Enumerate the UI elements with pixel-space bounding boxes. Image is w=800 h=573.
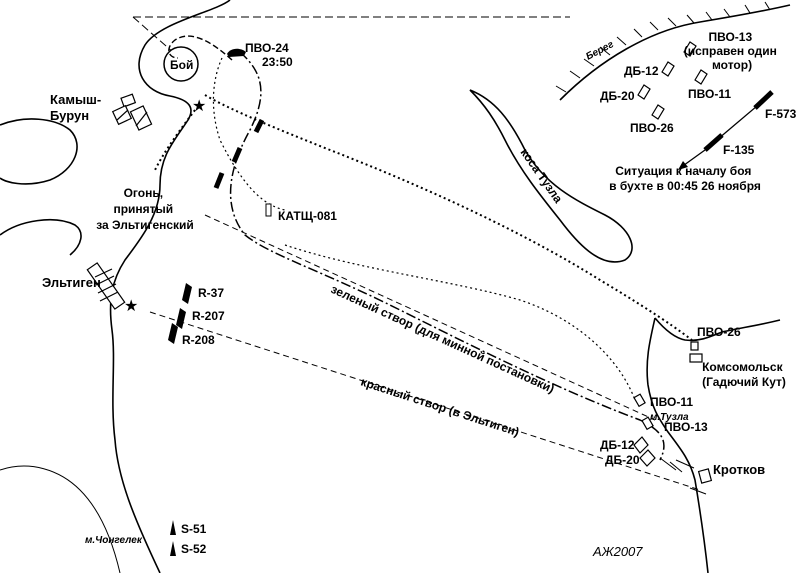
pvo13-legend-line3: мотор) [712,58,752,72]
crimea-coastline [109,0,231,573]
r37-label: R-37 [198,286,224,300]
katsch-081-label: КАТЩ-081 [278,209,337,223]
bereg-hatching [555,1,771,93]
pvo13-legend-line2: (исправен один [684,44,777,58]
pvo24-label: ПВО-24 [245,41,289,55]
kamysh-burun-line1: Камыш- [50,92,101,107]
pvo11-legend-label: ПВО-11 [688,87,731,101]
pvo24-boat-icon [227,48,246,57]
fire-label-line1: Огонь, [124,186,163,200]
pvo13-legend-line1: ПВО-13 [708,30,752,44]
r207-label: R-207 [192,309,225,323]
fire-label-line3: за Эльтигенский [96,218,194,232]
katsch-081-boat-icon [265,203,272,217]
red-range-line [149,311,701,491]
krotkov-arrows [659,457,707,495]
pvo26-label: ПВО-26 [697,325,741,339]
s51-ship-icon [170,520,176,535]
southern-land-outline [0,465,121,573]
author-signature: АЖ2007 [592,544,643,559]
time-2350-label: 23:50 [262,55,293,69]
tuzla-boat-icons [633,341,699,467]
taman-shore [654,317,781,342]
boat-track-dotted-east [284,244,636,401]
f573-segment [753,90,774,110]
db12-legend-label: ДБ-12 [624,64,659,78]
r208-ship-icon [168,323,178,344]
db20-legend-label: ДБ-20 [600,89,635,103]
komsomolsk-building [689,353,703,363]
situation-line1: Ситуация к началу боя [615,164,751,178]
eltigen-label: Эльтиген [42,275,101,290]
eltigen-star-icon: ★ [124,298,138,315]
mine-drop-segments [213,118,265,189]
fire-label: Огонь, принятый за Эльтигенский [96,186,194,232]
fire-dotted-line [154,109,196,171]
komsomolsk-label: Комсомольск (Гадючий Кут) [702,360,786,389]
bereg-coastline [559,4,791,101]
f135-label: F-135 [723,143,755,157]
s52-label: S-52 [181,542,207,556]
battle-label: Бой [170,58,193,72]
kamysh-burun-label: Камыш- Бурун [50,92,105,123]
boat-track-loop [168,35,233,61]
kamysh-burun-line2: Бурун [50,108,89,123]
f135-arrowhead-icon [678,161,688,170]
kamysh-burun-bay [0,118,78,185]
krotkov-label: Кротков [713,462,765,477]
db20-label: ДБ-20 [605,453,640,467]
s51-label: S-51 [181,522,207,536]
green-range-line [204,214,656,421]
r208-label: R-208 [182,333,215,347]
eltigen-buildings [86,262,126,310]
r37-ship-icon [182,283,192,304]
boat-track-main [229,51,665,461]
komsomolsk-line1: Комсомольск [702,360,783,374]
pvo11-label: ПВО-11 [650,395,693,409]
krotkov-building [697,468,713,484]
f573-label: F-573 [765,107,797,121]
kamysh-burun-star-icon: ★ [192,98,206,115]
tuzla-spit [469,89,633,263]
boat-track-return [212,57,286,211]
s52-ship-icon [170,541,176,556]
komsomolsk-line2: (Гадючий Кут) [702,375,786,389]
taman-shore-south [646,317,709,573]
situation-line2: в бухте в 00:45 26 ноября [609,179,761,193]
kamysh-burun-buildings [111,93,153,131]
db12-label: ДБ-12 [600,438,635,452]
bay-inner-shore [0,219,82,256]
pvo13-legend-label: ПВО-13 (исправен один мотор) [684,30,781,72]
m-chongelek-label: м.Чонгелек [85,535,143,546]
pvo26-legend-label: ПВО-26 [630,121,674,135]
f135-segment [703,133,724,152]
red-range-label: красный створ (в Эльтиген) [359,375,521,440]
battle-circle [163,46,199,82]
bereg-label: Берег [584,39,616,63]
r207-ship-icon [176,308,186,329]
m-tuzla-label: м.Тузла [650,412,689,423]
legend-boat-icons [637,41,708,120]
fire-label-line2: принятый [113,202,173,216]
pvo13-label: ПВО-13 [664,420,708,434]
situation-label: Ситуация к началу боя в бухте в 00:45 26… [609,164,761,193]
